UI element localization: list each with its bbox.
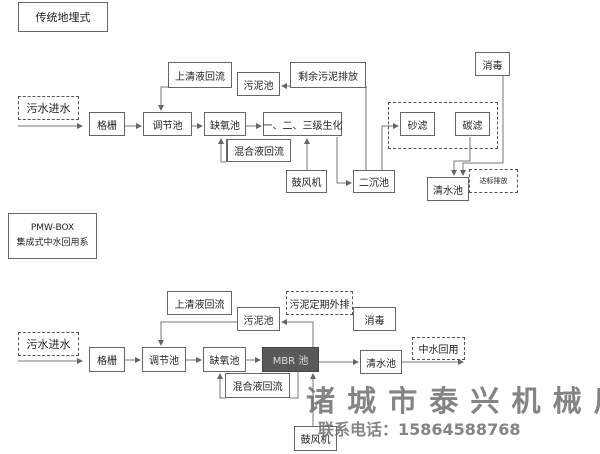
inlet-box: 污水进水 — [18, 332, 79, 356]
pmw-title: PMW-BOX 集成式中水回用系 — [8, 213, 97, 259]
sand-filter-box: 砂滤 — [400, 112, 435, 136]
anoxic-box: 缺氧池 — [204, 112, 246, 136]
supernatant-reflux-box: 上清液回流 — [168, 62, 232, 88]
secondary-clarifier-box: 二沉池 — [353, 170, 395, 193]
blower-box: 鼓风机 — [294, 426, 337, 451]
screen-box: 格栅 — [89, 347, 125, 372]
equalization-box: 调节池 — [142, 347, 186, 372]
pmw-title-line2: 集成式中水回用系 — [16, 238, 89, 248]
traditional-title: 传统地埋式 — [18, 2, 108, 32]
bio-treatment-box: 一、二、三级生化 — [263, 112, 343, 136]
disinfection-box: 消毒 — [475, 52, 510, 76]
supernatant-reflux-box: 上清液回流 — [167, 291, 232, 315]
sludge-tank-box: 污泥池 — [237, 72, 280, 96]
inlet-box: 污水进水 — [18, 96, 79, 120]
mixed-reflux-box: 混合液回流 — [226, 139, 291, 162]
sludge-discharge-box: 污泥定期外排 — [286, 291, 353, 315]
sludge-tank-box: 污泥池 — [237, 307, 280, 331]
filter-group — [388, 102, 498, 149]
anoxic-box: 缺氧池 — [203, 347, 246, 372]
watermark-phone: 联系电话：15864588768 — [318, 420, 521, 439]
carbon-filter-box: 碳滤 — [455, 112, 490, 136]
screen-box: 格栅 — [89, 112, 125, 136]
excess-sludge-box: 剩余污泥排放 — [290, 62, 366, 88]
pmw-title-line1: PMW-BOX — [30, 223, 75, 233]
clear-water-tank-box: 清水池 — [360, 350, 402, 374]
clear-water-tank-box: 清水池 — [427, 177, 469, 201]
watermark-company: 诸 城 市 泰 兴 机 械 厂 — [306, 384, 600, 418]
equalization-box: 调节池 — [143, 112, 192, 136]
mbr-tank-box: MBR 池 — [262, 347, 319, 372]
disinfection-box: 消毒 — [353, 307, 396, 331]
mixed-reflux-box: 混合液回流 — [225, 373, 290, 398]
reuse-box: 中水回用 — [412, 337, 465, 360]
blower-box: 鼓风机 — [286, 170, 327, 193]
discharge-box: 达标排放 — [469, 169, 518, 193]
